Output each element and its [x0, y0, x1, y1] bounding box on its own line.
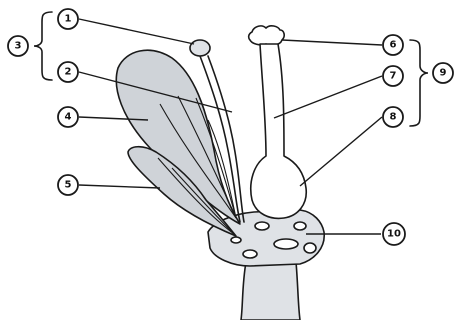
callout-4: 4 — [58, 107, 78, 127]
receptacle-hole — [294, 222, 306, 230]
receptacle-hole — [243, 250, 257, 258]
callout-5: 5 — [58, 175, 78, 195]
callout-6: 6 — [383, 35, 403, 55]
svg-text:4: 4 — [65, 112, 72, 123]
receptacle-hole — [255, 222, 269, 230]
receptacle-hole — [304, 243, 316, 253]
receptacle — [208, 210, 324, 266]
stalk — [241, 262, 300, 320]
callout-9: 9 — [433, 63, 453, 83]
callout-8: 8 — [383, 107, 403, 127]
anther — [190, 40, 210, 56]
callout-7: 7 — [383, 66, 403, 86]
svg-text:10: 10 — [387, 229, 401, 240]
style-and-ovary — [251, 44, 306, 218]
receptacle-hole — [231, 237, 241, 243]
receptacle-hole — [274, 239, 298, 249]
callout-3: 3 — [8, 36, 28, 56]
bracket-3 — [34, 12, 52, 80]
svg-text:3: 3 — [15, 41, 22, 52]
svg-text:9: 9 — [440, 68, 447, 79]
svg-text:5: 5 — [65, 180, 72, 191]
svg-text:6: 6 — [390, 40, 397, 51]
svg-text:1: 1 — [65, 14, 72, 25]
svg-text:2: 2 — [65, 67, 72, 78]
svg-text:8: 8 — [390, 112, 397, 123]
callout-2: 2 — [58, 62, 78, 82]
stigma — [249, 26, 284, 45]
svg-text:7: 7 — [390, 71, 397, 82]
callout-10: 10 — [383, 223, 405, 245]
pistil — [249, 26, 307, 219]
callout-1: 1 — [58, 9, 78, 29]
bracket-9 — [410, 40, 428, 126]
